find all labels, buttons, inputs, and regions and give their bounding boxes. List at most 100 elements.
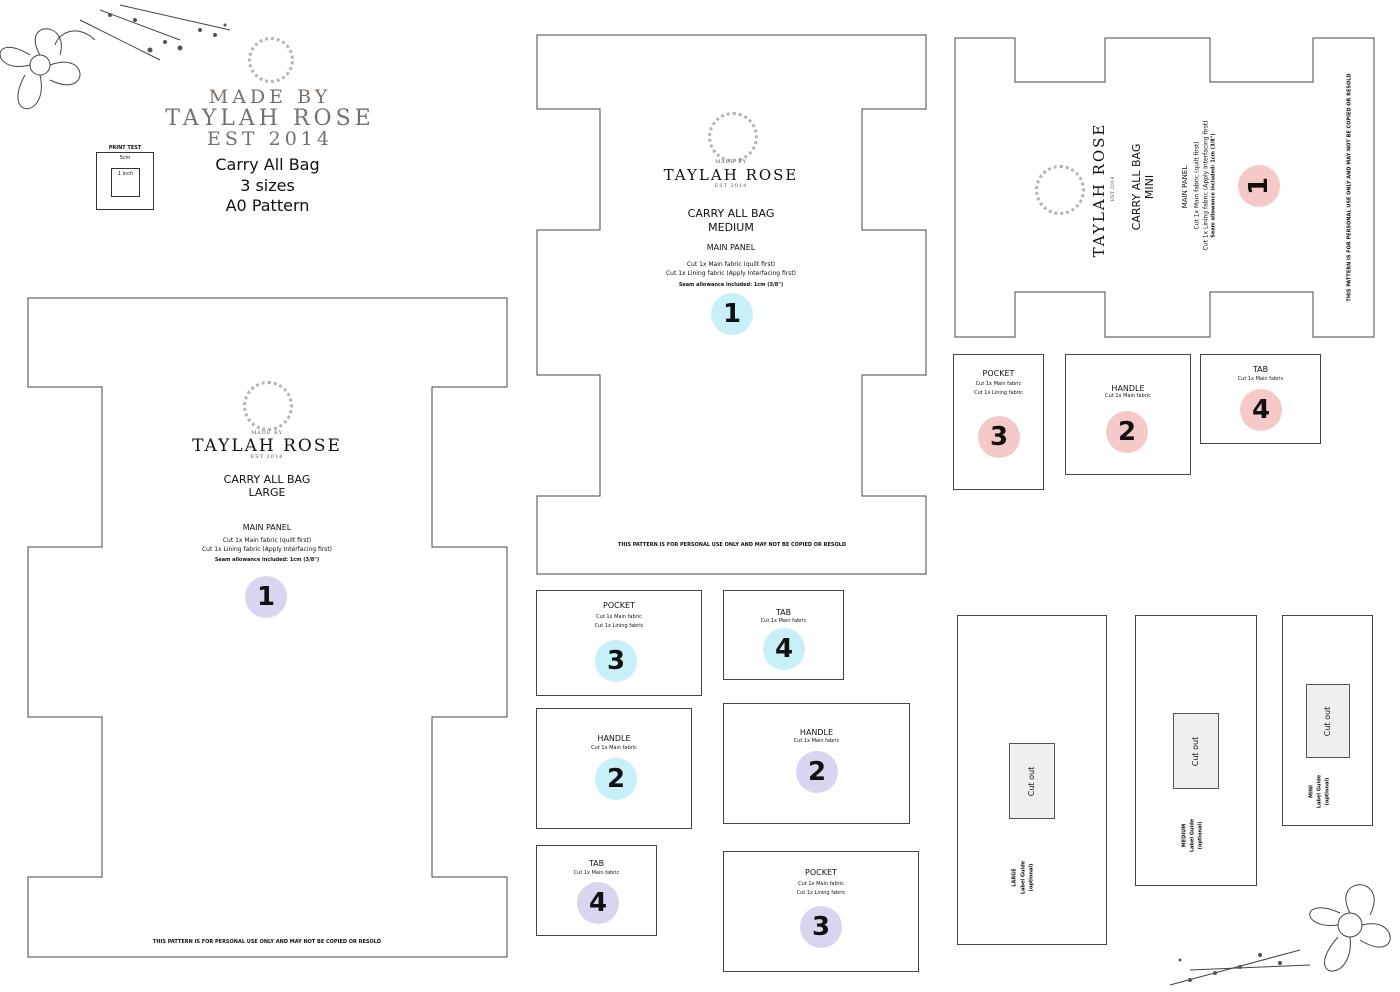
- medium-notice: THIS PATTERN IS FOR PERSONAL USE ONLY AN…: [617, 542, 847, 548]
- large-label-guide: Cut out LARGE Label Guide (optional): [957, 615, 1107, 945]
- large-cut-main: Cut 1x Main fabric (quilt first): [222, 537, 312, 544]
- brand-made-by: MADE BY: [208, 86, 332, 108]
- large-seam: Seam allowance included: 1cm (3/8"): [214, 557, 320, 563]
- mini-tab-piece: TAB Cut 1x Main fabric 4: [1200, 354, 1321, 444]
- large-cutout-text: Cut out: [1027, 766, 1037, 796]
- mini-brand-est: EST 2014: [1110, 176, 1116, 202]
- mini-pocket-cut-lining: Cut 1x Lining fabric: [974, 390, 1023, 396]
- large-brand-name: TAYLAH ROSE: [192, 436, 342, 456]
- large-tab-piece: TAB Cut 1x Main fabric 4: [536, 845, 657, 936]
- large-number-badge: 1: [245, 576, 287, 618]
- medium-size: MEDIUM: [708, 221, 754, 234]
- large-label-optional: (optional): [1028, 863, 1035, 892]
- print-test-inner-label: 1 inch: [117, 171, 134, 177]
- mini-label-guide: Cut out MINI Label Guide (optional): [1282, 615, 1373, 826]
- mini-panel-name: MAIN PANEL: [1181, 165, 1189, 209]
- medium-label-guide: Cut out MEDIUM Label Guide (optional): [1135, 615, 1257, 886]
- brand-name: TAYLAH ROSE: [165, 106, 375, 131]
- mini-seam: Seam allowance included: 1cm (3/8"): [1210, 133, 1217, 238]
- medium-handle-title: HANDLE: [597, 734, 631, 743]
- medium-handle-cut-main: Cut 1x Main fabric: [591, 745, 637, 751]
- mini-brand-name: TAYLAH ROSE: [1090, 122, 1108, 258]
- large-logo-ring: [243, 381, 293, 431]
- medium-brand-est: EST 2014: [714, 183, 748, 189]
- large-handle-piece: HANDLE Cut 1x Main fabric 2: [723, 703, 910, 824]
- medium-number-badge: 1: [711, 293, 753, 335]
- large-tab-cut-main: Cut 1x Main fabric: [573, 870, 620, 876]
- medium-seam: Seam allowance included: 1cm (3/8"): [678, 282, 784, 288]
- medium-label-cutout: Cut out: [1173, 713, 1219, 789]
- print-test-outer-label: 5cm: [119, 155, 131, 161]
- medium-pocket-piece: POCKET Cut 1x Main fabric Cut 1x Lining …: [536, 590, 702, 696]
- large-size: LARGE: [248, 486, 286, 499]
- large-brand-est: EST 2014: [250, 454, 284, 460]
- medium-cut-lining: Cut 1x Lining fabric (Apply Interfacing …: [665, 270, 797, 277]
- mini-pocket-piece: POCKET Cut 1x Main fabric Cut 1x Lining …: [953, 354, 1044, 490]
- medium-tab-title: TAB: [775, 608, 792, 617]
- header-format: A0 Pattern: [225, 196, 310, 215]
- large-pocket-piece: POCKET Cut 1x Main fabric Cut 1x Lining …: [723, 851, 919, 972]
- mini-tab-number-badge: 4: [1240, 389, 1282, 431]
- large-pocket-cut-main: Cut 1x Main fabric: [798, 881, 844, 887]
- large-handle-title: HANDLE: [799, 728, 834, 737]
- mini-size: MINI: [1143, 174, 1156, 200]
- large-cut-lining: Cut 1x Lining fabric (Apply Interfacing …: [201, 546, 333, 553]
- mini-logo-ring: [1035, 165, 1085, 215]
- medium-tab-piece: TAB Cut 1x Main fabric 4: [723, 590, 844, 680]
- medium-bag-name: CARRY ALL BAG: [687, 207, 775, 220]
- medium-pocket-cut-lining: Cut 1x Lining fabric: [594, 623, 644, 629]
- print-test-inner-box: 1 inch: [111, 168, 140, 197]
- large-brand-made-by: MADE BY: [251, 430, 283, 436]
- medium-pocket-cut-main: Cut 1x Main fabric: [596, 614, 642, 620]
- large-label-cutout: Cut out: [1009, 743, 1055, 819]
- floral-corner-top-left: [0, 4, 231, 110]
- large-label-size: LARGE: [1011, 868, 1018, 887]
- medium-brand-made-by: MADE BY: [715, 159, 747, 165]
- print-test-outer-box: 5cm 1 inch: [96, 152, 154, 210]
- medium-handle-piece: HANDLE Cut 1x Main fabric 2: [536, 708, 692, 829]
- large-tab-number-badge: 4: [577, 882, 619, 924]
- mini-cutout-text: Cut out: [1323, 706, 1333, 736]
- mini-handle-piece: HANDLE Cut 1x Main fabric 2: [1065, 354, 1191, 475]
- mini-pocket-number-badge: 3: [978, 416, 1020, 458]
- large-panel-name: MAIN PANEL: [242, 523, 292, 532]
- medium-cut-main: Cut 1x Main fabric (quilt first): [686, 261, 776, 268]
- mini-tab-cut-main: Cut 1x Main fabric: [1237, 376, 1284, 382]
- mini-handle-title: HANDLE: [1111, 384, 1145, 393]
- mini-label-size: MINI: [1308, 785, 1315, 798]
- header-sizes: 3 sizes: [240, 176, 295, 195]
- print-test-title: PRINT TEST: [108, 145, 142, 151]
- large-tab-title: TAB: [588, 859, 605, 868]
- mini-pocket-title: POCKET: [982, 369, 1015, 378]
- brand-est: EST 2014: [207, 128, 333, 150]
- mini-cut-main: Cut 1x Main fabric (quilt first): [1193, 141, 1201, 230]
- mini-number-badge: 1: [1238, 165, 1280, 207]
- large-notice: THIS PATTERN IS FOR PERSONAL USE ONLY AN…: [152, 939, 382, 945]
- mini-label-guide-text: Label Guide: [1316, 774, 1323, 809]
- large-pocket-number-badge: 3: [800, 906, 842, 948]
- mini-label-cutout: Cut out: [1306, 684, 1350, 758]
- medium-brand-name: TAYLAH ROSE: [663, 166, 799, 184]
- medium-pocket-number-badge: 3: [595, 640, 637, 682]
- large-label-guide-text: Label Guide: [1020, 860, 1027, 895]
- medium-logo-ring: [708, 112, 758, 162]
- medium-label-guide-text: Label Guide: [1189, 818, 1196, 853]
- header-title: Carry All Bag: [215, 155, 320, 174]
- mini-handle-number-badge: 2: [1106, 411, 1148, 453]
- medium-label-optional: (optional): [1197, 821, 1204, 850]
- large-bag-name: CARRY ALL BAG: [223, 473, 311, 486]
- floral-corner-bottom-right: [1169, 884, 1391, 986]
- mini-handle-cut-main: Cut 1x Main fabric: [1105, 393, 1151, 399]
- brand-logo-ring: [248, 37, 294, 83]
- mini-tab-title: TAB: [1252, 365, 1269, 374]
- medium-cutout-text: Cut out: [1191, 736, 1201, 766]
- large-pocket-cut-lining: Cut 1x Lining fabric: [796, 890, 846, 896]
- large-handle-number-badge: 2: [796, 751, 838, 793]
- medium-panel-name: MAIN PANEL: [706, 243, 756, 252]
- medium-handle-number-badge: 2: [595, 758, 637, 800]
- mini-bag-name: CARRY ALL BAG: [1130, 143, 1143, 231]
- mini-label-optional: (optional): [1324, 777, 1331, 806]
- medium-label-size: MEDIUM: [1181, 823, 1188, 848]
- medium-tab-number-badge: 4: [763, 628, 805, 670]
